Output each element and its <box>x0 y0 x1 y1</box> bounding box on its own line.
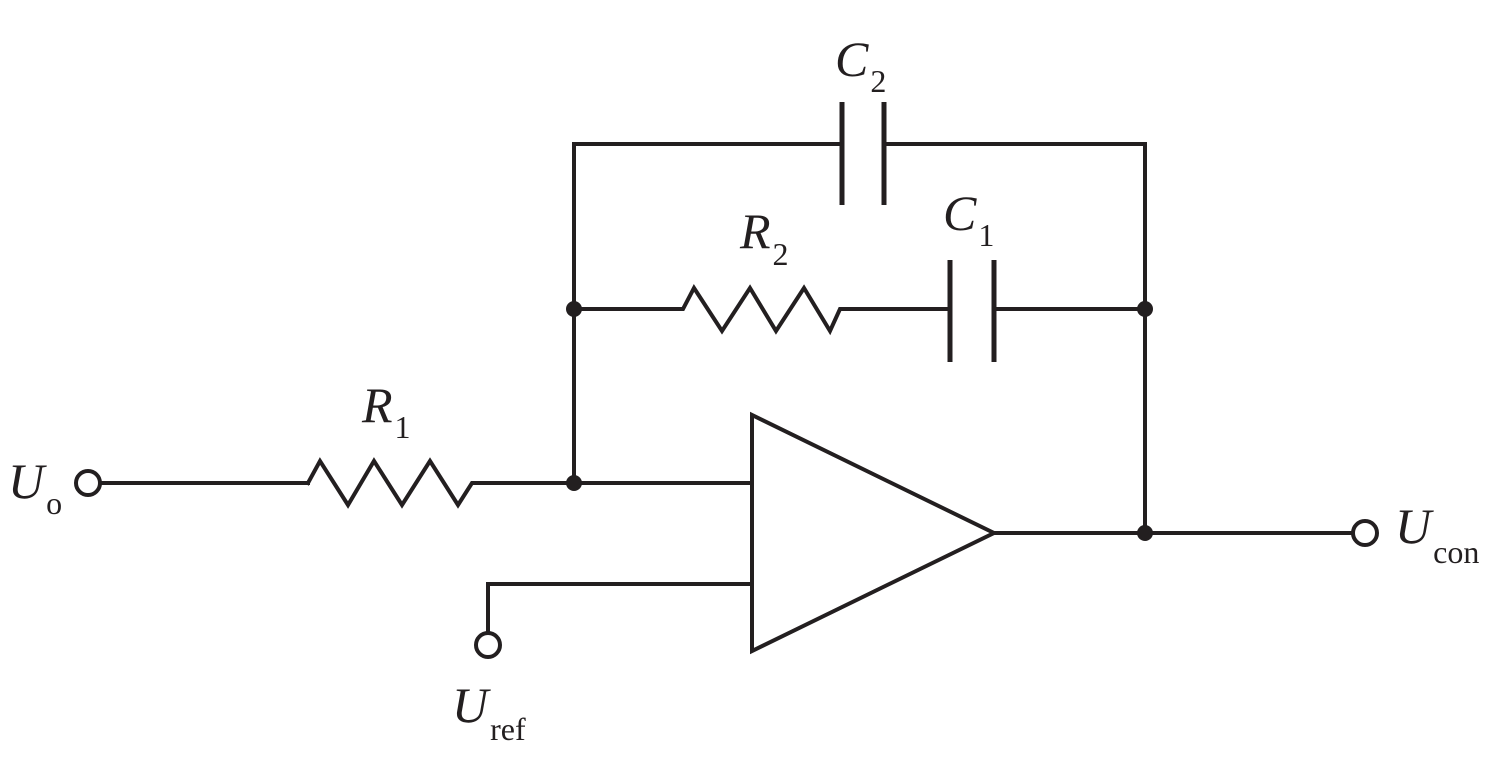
junction-dot-right-middle <box>1137 301 1153 317</box>
input-terminal <box>74 469 102 497</box>
label-input: Uo <box>8 453 62 521</box>
reference-wire <box>486 582 754 634</box>
label-reference: Uref <box>452 677 526 747</box>
resistor-r1 <box>305 457 492 509</box>
junction-dot-output-node <box>1137 525 1153 541</box>
op-amp <box>750 411 999 655</box>
label-c1: C1 <box>943 185 994 253</box>
junction-dot-left-middle <box>566 301 582 317</box>
label-r1: R1 <box>361 377 411 445</box>
label-c2: C2 <box>835 31 886 99</box>
output-terminal <box>1351 519 1379 547</box>
resistor-r2 <box>668 284 862 336</box>
junction-dot-input-node <box>566 475 582 491</box>
reference-terminal <box>474 631 502 659</box>
label-r2: R2 <box>739 203 789 272</box>
label-output: Ucon <box>1395 498 1479 570</box>
